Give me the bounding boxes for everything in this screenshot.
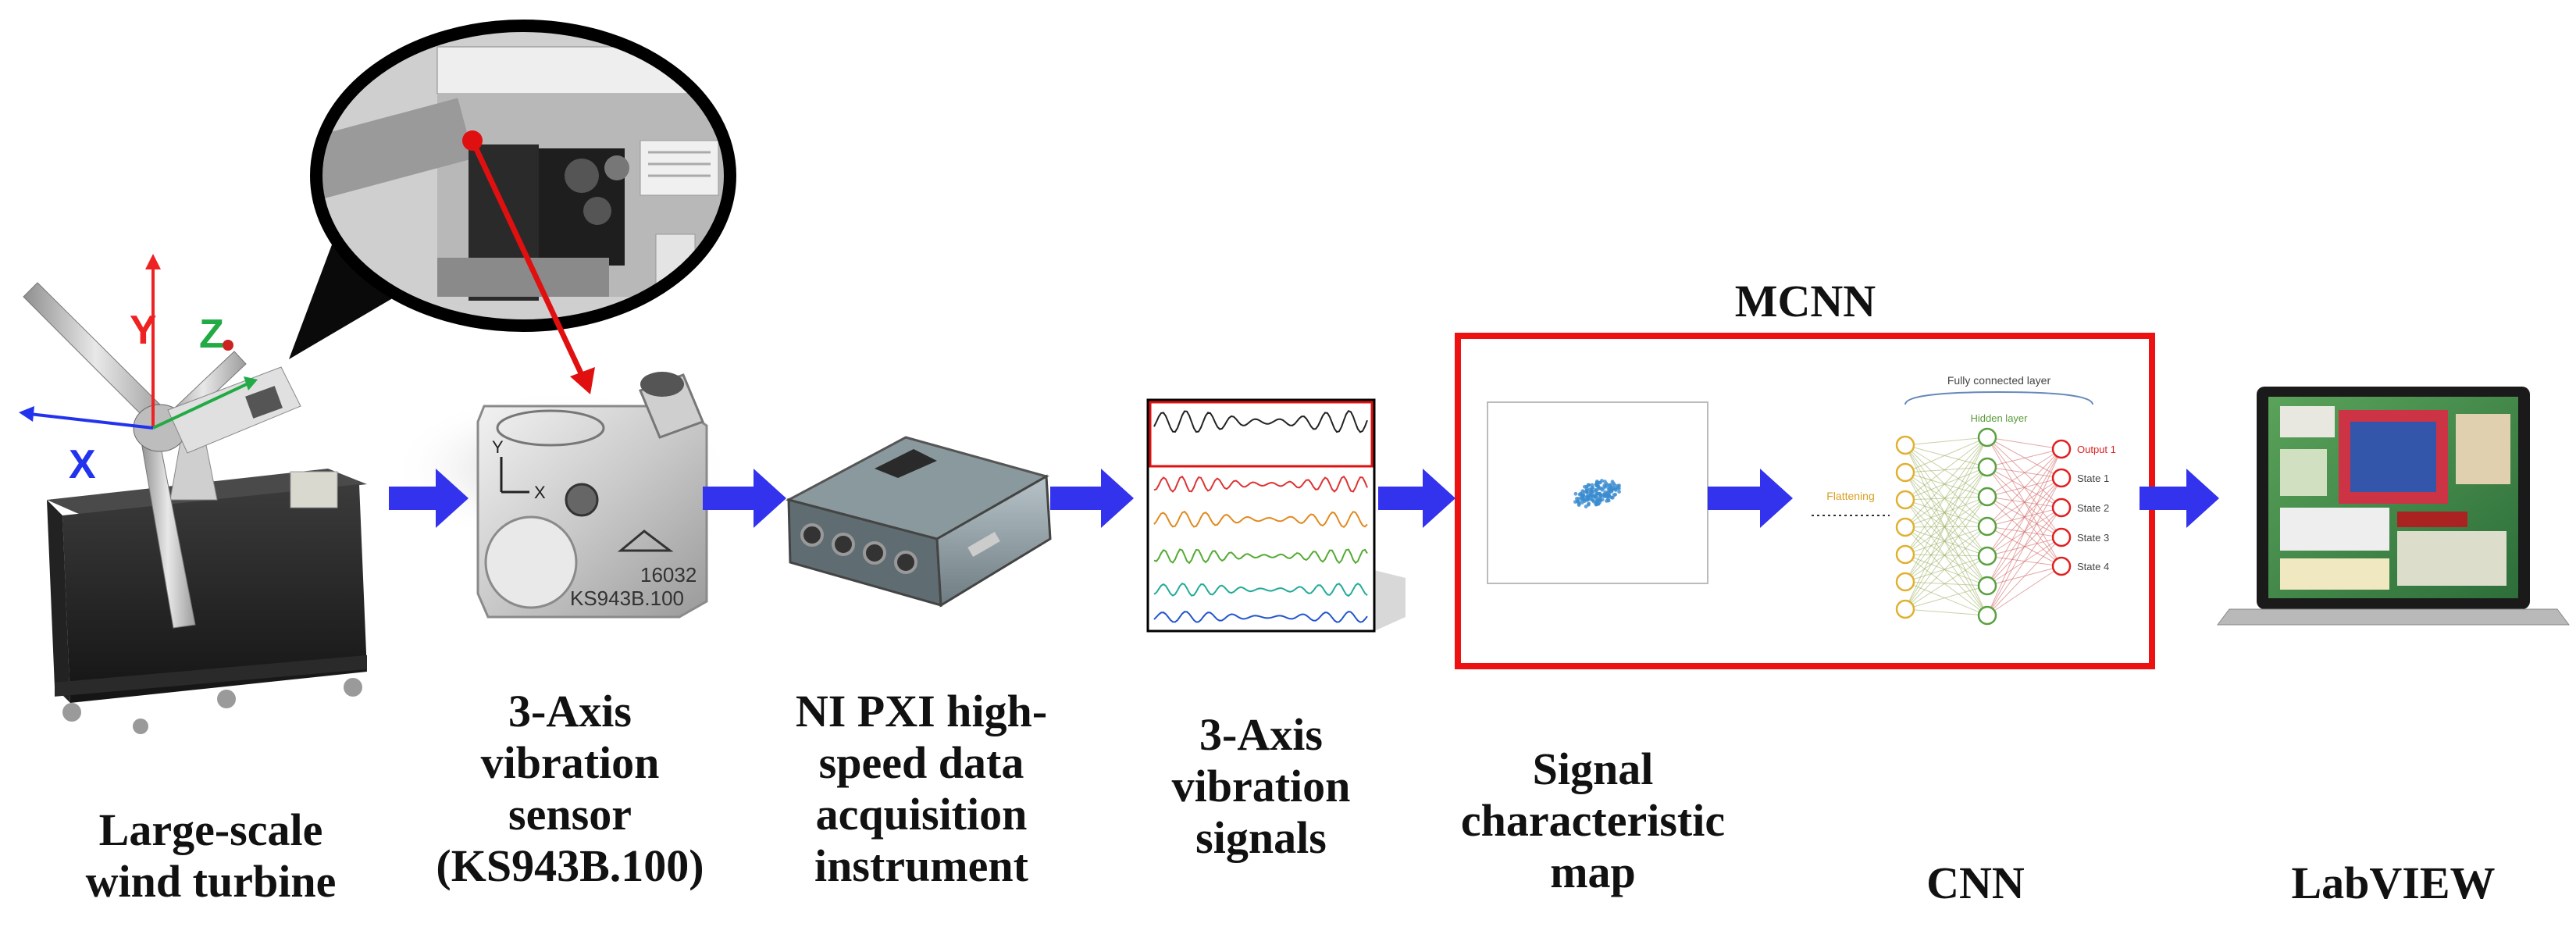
cnn-output-label: State 1 [2077, 472, 2109, 484]
sensor-serial-text: 16032 [640, 563, 697, 587]
signal-trace [1153, 475, 1368, 493]
caption-line: vibration [1171, 761, 1351, 811]
caption-characteristic-map: Signal characteristic map [1429, 744, 1757, 898]
caption-line: (KS943B.100) [436, 840, 704, 891]
caption-line: signals [1195, 812, 1327, 863]
cnn-flatten-label: Flattening [1826, 490, 1874, 502]
axis-y-label: Y [130, 308, 157, 353]
caption-daq-instrument: NI PXI high- speed data acquisition inst… [750, 686, 1093, 892]
signal-trace [1153, 548, 1368, 565]
caption-line: instrument [814, 840, 1028, 891]
mcnn-title: MCNN [1735, 276, 1876, 326]
flow-arrow-signals-to-map [1378, 469, 1455, 528]
signal-trace [1153, 409, 1368, 433]
labview-laptop-illustration [2217, 387, 2570, 626]
caption-line: wind turbine [85, 856, 337, 907]
cnn-output-label: State 3 [2077, 532, 2109, 544]
cnn-hidden-layer-label: Hidden layer [1971, 412, 2029, 424]
caption-line: characteristic [1460, 795, 1726, 846]
sensor-location-pointer [462, 130, 595, 394]
turbine-junction-box [290, 471, 338, 508]
caption-line: speed data [818, 737, 1024, 788]
signal-characteristic-map-plot [1487, 401, 1708, 584]
vibration-sensor-illustration: Y X 16032 KS943B.100 [390, 372, 734, 619]
caption-line: NI PXI high- [795, 686, 1048, 736]
cnn-output-label: State 2 [2077, 502, 2109, 514]
flow-arrows [389, 469, 2219, 528]
signal-trace [1153, 611, 1368, 623]
sensor-mount-zoom-lens [310, 20, 736, 332]
flow-arrow-daq-to-signals [1050, 469, 1134, 528]
caption-line: LabVIEW [2291, 858, 2496, 908]
sensor-axis-y-label: Y [492, 437, 504, 457]
caption-line: CNN [1926, 858, 2025, 908]
cnn-output-label: Output 1 [2077, 444, 2116, 455]
caption-line: map [1550, 847, 1636, 897]
caption-line: vibration [480, 737, 660, 788]
cnn-network-diagram: Fully connected layer Hidden layer Flatt… [1812, 374, 2116, 626]
sensor-model-text: KS943B.100 [570, 587, 684, 610]
turbine-blade-upper [23, 282, 169, 426]
caption-line: Signal [1532, 744, 1654, 794]
vibration-signals-panel [1146, 398, 1406, 633]
caption-line: 3-Axis [508, 686, 632, 736]
caption-line: sensor [508, 789, 632, 840]
axis-z-arrow [152, 381, 251, 430]
scatter-cluster [1573, 479, 1622, 508]
caption-vibration-sensor: 3-Axis vibration sensor (KS943B.100) [418, 686, 722, 892]
caption-vibration-signals: 3-Axis vibration signals [1117, 709, 1406, 864]
caption-line: 3-Axis [1199, 709, 1323, 760]
flow-arrow-cnn-to-labview [2140, 469, 2219, 528]
axis-x-arrow [29, 412, 154, 430]
signal-trace [1153, 510, 1368, 529]
turbine-base-cabinet [47, 469, 367, 734]
cnn-fc-layer-label: Fully connected layer [1947, 374, 2051, 387]
flow-arrow-sensor-to-daq [703, 469, 786, 528]
flow-arrow-turbine-to-sensor [389, 469, 469, 528]
caption-cnn: CNN [1858, 858, 2093, 909]
axis-indicators: Y Z X [19, 254, 258, 487]
signal-trace [1153, 582, 1368, 597]
axis-z-label: Z [199, 312, 224, 357]
caption-labview: LabVIEW [2241, 858, 2546, 909]
sensor-axis-x-label: X [534, 483, 546, 502]
caption-wind-turbine: Large-scale wind turbine [31, 804, 390, 908]
caption-line: Large-scale [98, 804, 323, 855]
caption-line: acquisition [815, 789, 1028, 840]
cnn-output-label: State 4 [2077, 561, 2109, 572]
daq-instrument-illustration [785, 436, 1052, 608]
flow-arrow-map-to-cnn [1708, 469, 1793, 528]
axis-x-label: X [69, 442, 96, 487]
wind-turbine-illustration: Y Z X [19, 234, 422, 734]
